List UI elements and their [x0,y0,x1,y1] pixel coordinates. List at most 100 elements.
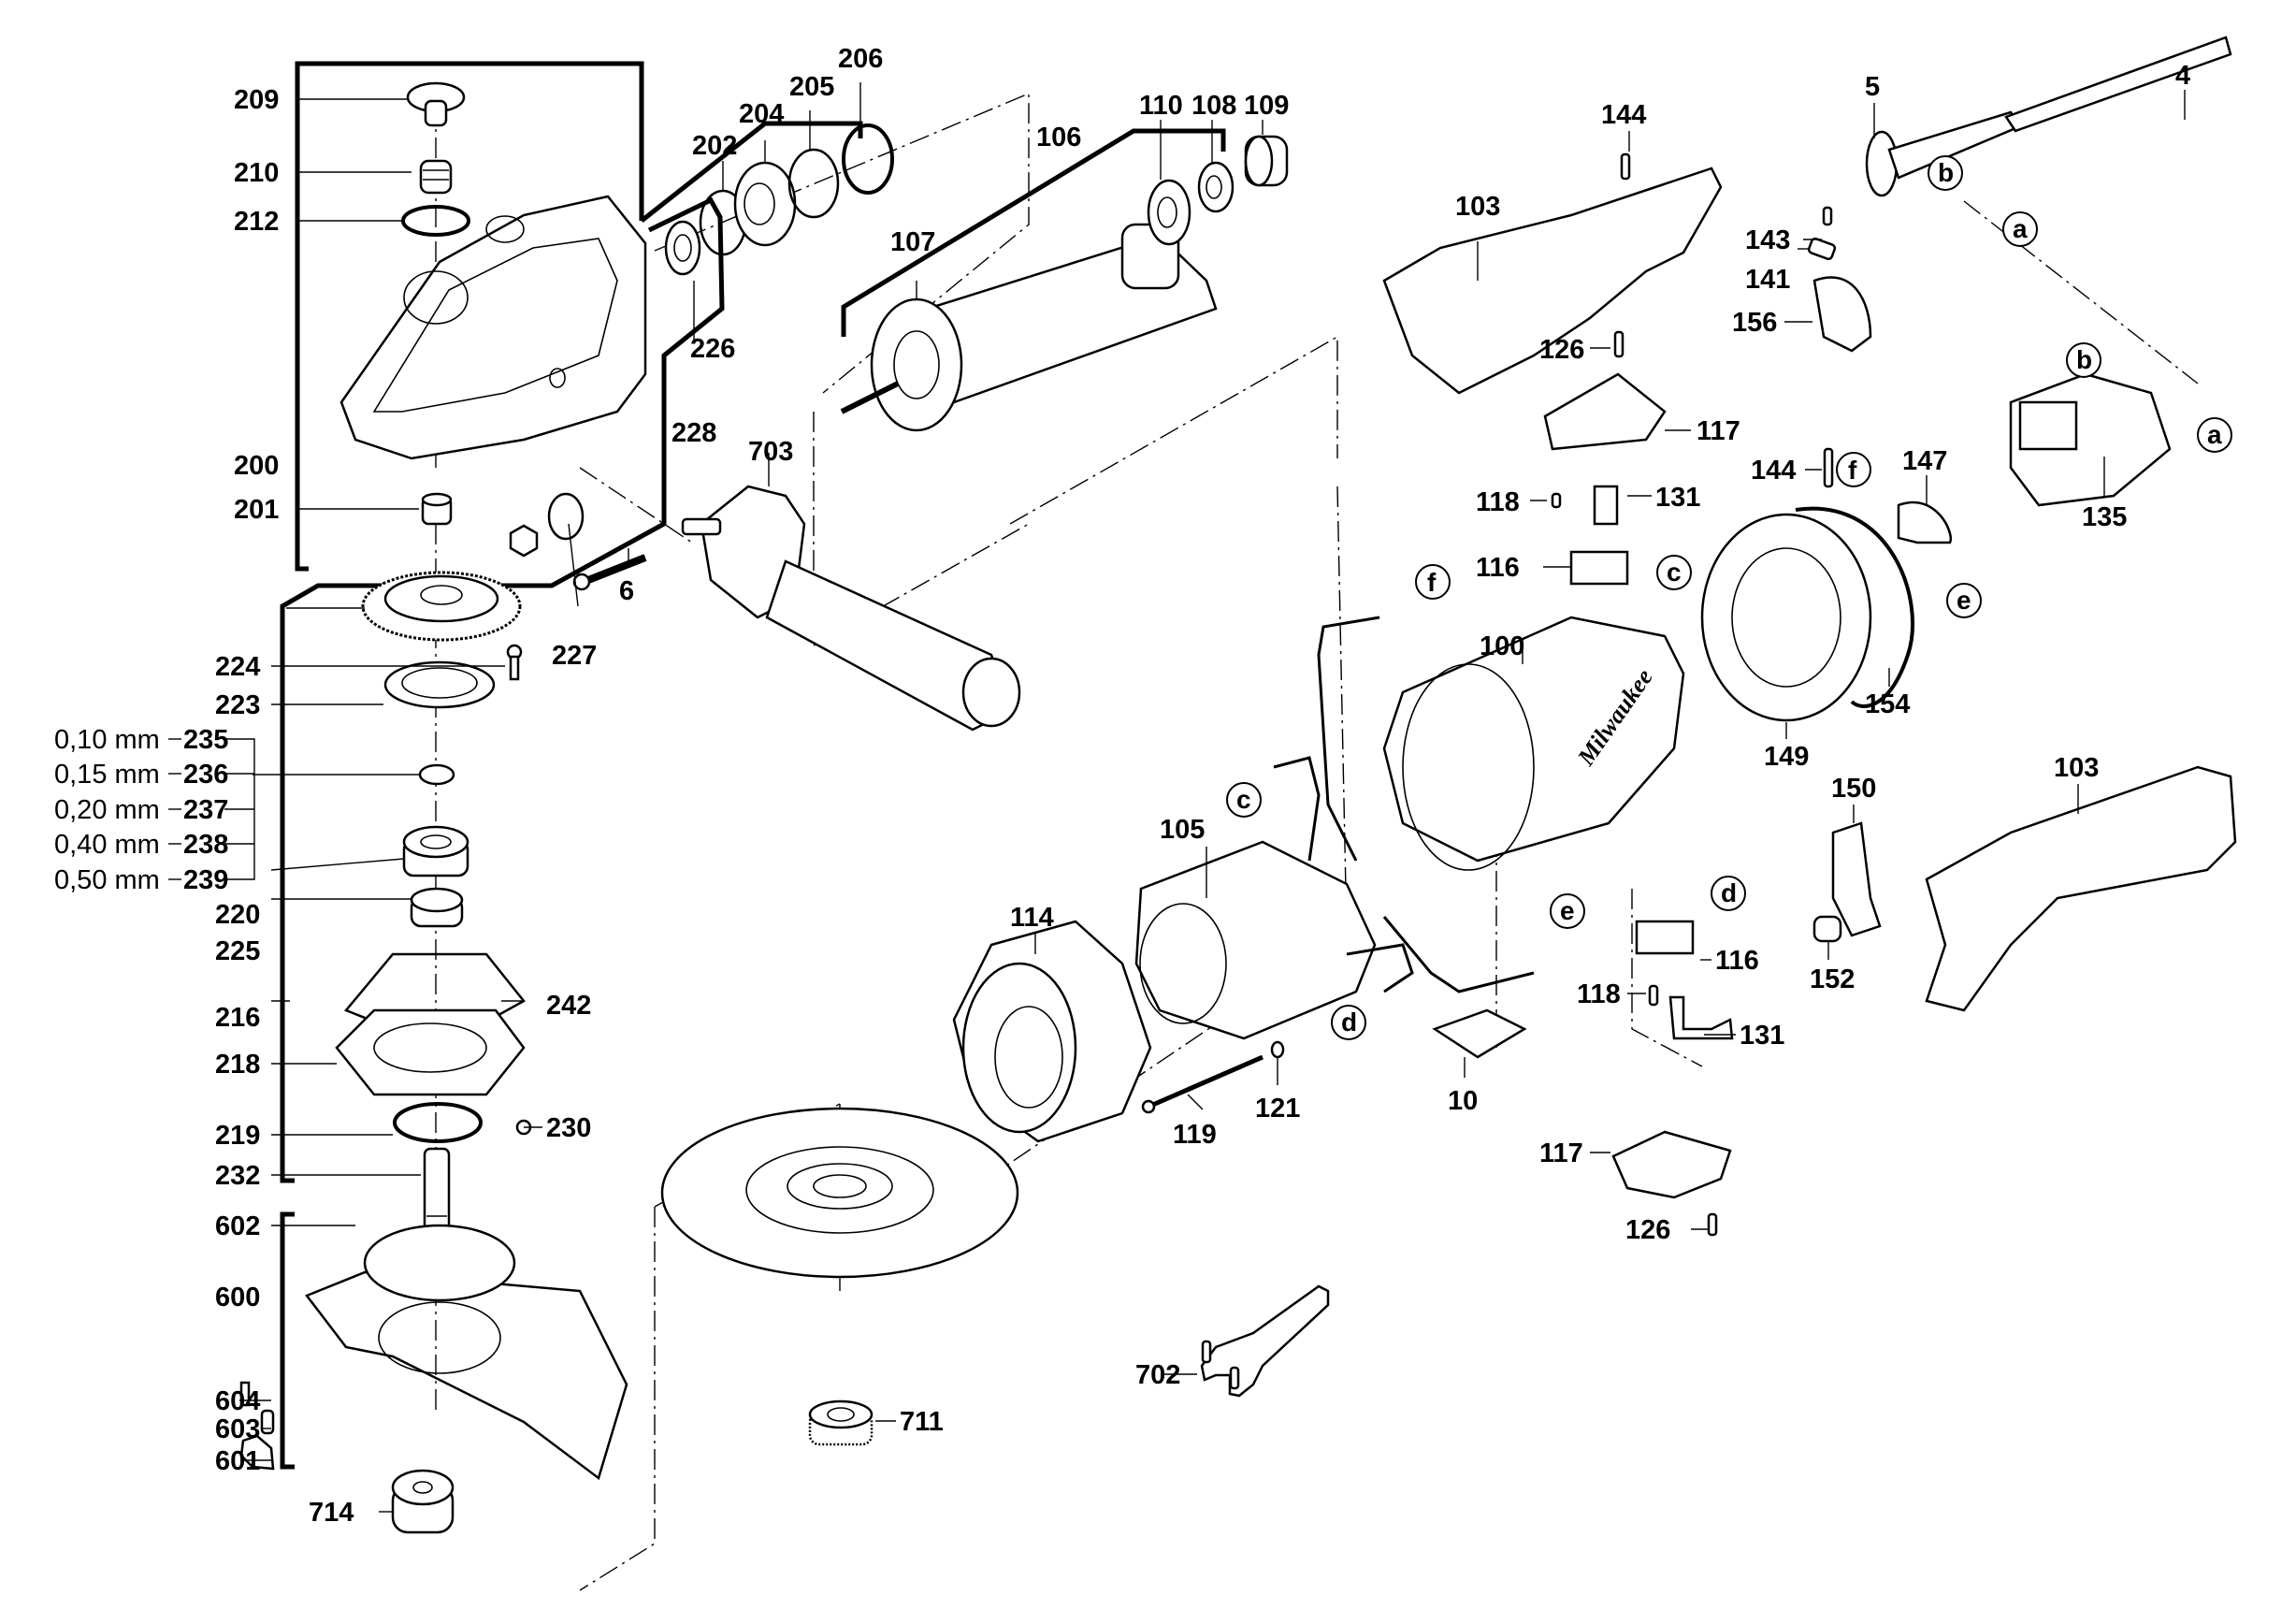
part-152-spring[interactable] [1812,915,1842,943]
part-114-baffle[interactable] [952,920,1152,1143]
label-103-top[interactable]: 103 [1455,192,1500,222]
label-239[interactable]: 239 [183,865,228,895]
part-107-armature[interactable] [840,223,1218,432]
part-149-end-cap[interactable] [1700,513,1872,722]
label-204[interactable]: 204 [739,99,784,129]
label-105[interactable]: 105 [1160,815,1205,845]
ref-f-top[interactable]: f [1836,452,1871,487]
part-206-circlip[interactable] [842,123,894,195]
label-144-top[interactable]: 144 [1601,100,1646,130]
label-110[interactable]: 110 [1139,91,1183,121]
part-143-screw[interactable] [1822,206,1833,226]
label-205[interactable]: 205 [789,72,834,102]
part-156-cover[interactable] [1812,276,1872,353]
ref-b-switch[interactable]: b [2066,342,2101,378]
ref-c-top[interactable]: c [1656,555,1692,590]
part-4-cord[interactable] [2004,36,2232,133]
part-bevel-gear[interactable] [361,571,522,642]
part-grinding-wheel[interactable] [660,1107,1019,1279]
ref-a-top[interactable]: a [2002,211,2038,247]
label-236[interactable]: 236 [183,760,228,790]
label-131-bottom[interactable]: 131 [1740,1021,1784,1051]
part-600-guard[interactable] [305,1224,628,1481]
part-103-handle-half-lower[interactable] [1925,765,2237,1012]
label-117-bottom[interactable]: 117 [1539,1138,1583,1168]
part-117-brush-cap-upper[interactable] [1543,372,1667,451]
part-200-gear-housing[interactable] [339,195,647,460]
label-4[interactable]: 4 [2175,61,2190,91]
label-117-top[interactable]: 117 [1697,416,1740,446]
label-711[interactable]: 711 [900,1407,944,1437]
label-5[interactable]: 5 [1865,72,1880,102]
ref-e-wire[interactable]: e [1550,893,1585,929]
part-711-nut[interactable] [808,1399,874,1446]
label-6[interactable]: 6 [619,576,634,606]
part-220-bearing[interactable] [402,825,469,877]
label-114[interactable]: 114 [1010,903,1054,933]
label-118-bottom[interactable]: 118 [1577,979,1621,1009]
label-232[interactable]: 232 [215,1161,260,1191]
label-218[interactable]: 218 [215,1050,260,1080]
ref-e-top[interactable]: e [1946,583,1982,618]
label-10[interactable]: 10 [1448,1086,1478,1116]
label-121[interactable]: 121 [1255,1094,1300,1124]
label-212[interactable]: 212 [234,207,279,237]
part-227-nut[interactable] [509,524,539,558]
label-108[interactable]: 108 [1191,91,1236,121]
ref-a-switch[interactable]: a [2197,417,2232,453]
part-603-spring[interactable] [260,1409,275,1435]
label-156[interactable]: 156 [1732,308,1777,338]
part-714-flange[interactable] [391,1469,455,1534]
label-200[interactable]: 200 [234,451,279,481]
label-116-top[interactable]: 116 [1476,553,1520,583]
part-121-washer[interactable] [1270,1040,1285,1059]
part-pinion[interactable] [547,492,585,541]
label-152[interactable]: 152 [1810,964,1855,994]
label-206[interactable]: 206 [838,44,883,74]
part-135-switch[interactable] [2009,372,2172,507]
part-126-screw-upper[interactable] [1613,330,1625,358]
label-107[interactable]: 107 [890,227,935,257]
label-202[interactable]: 202 [692,131,737,161]
label-226[interactable]: 226 [690,334,735,364]
label-235[interactable]: 235 [183,725,228,755]
part-109-sleeve[interactable] [1244,135,1289,187]
part-223-plate[interactable] [383,660,496,709]
label-230[interactable]: 230 [546,1113,591,1143]
label-702[interactable]: 702 [1135,1360,1180,1390]
part-212-oring[interactable] [401,205,470,237]
label-237[interactable]: 237 [183,795,228,825]
label-144-mid[interactable]: 144 [1751,456,1796,486]
part-105-stator[interactable] [1134,840,1377,1040]
part-100-motor-housing[interactable]: Milwaukee [1382,616,1685,871]
part-116-brush-holder-upper[interactable] [1569,550,1629,586]
part-119-screw[interactable] [1141,1054,1264,1114]
label-154[interactable]: 154 [1865,689,1910,719]
ref-c-stator[interactable]: c [1226,782,1262,818]
part-703-side-handle[interactable] [681,485,1021,732]
part-205-washer[interactable] [787,148,840,219]
part-210-spring[interactable] [419,159,453,195]
part-110-bearing[interactable] [1147,179,1191,246]
part-118-screw-lower[interactable] [1648,984,1659,1007]
part-226-nut[interactable] [664,220,701,276]
part-10-nameplate[interactable] [1432,1008,1527,1059]
label-602[interactable]: 602 [215,1211,260,1241]
label-220[interactable]: 220 [215,900,260,930]
part-201-bushing[interactable] [421,492,453,526]
label-224[interactable]: 224 [215,652,260,682]
part-219-oring[interactable] [393,1102,483,1143]
label-109[interactable]: 109 [1244,91,1289,121]
label-100[interactable]: 100 [1480,631,1524,661]
label-209[interactable]: 209 [234,85,279,115]
label-118-top[interactable]: 118 [1476,487,1520,517]
label-714[interactable]: 714 [309,1498,354,1528]
label-126-bottom[interactable]: 126 [1625,1215,1670,1245]
part-150-lock-lever[interactable] [1831,821,1882,937]
part-604-screw[interactable] [239,1381,251,1407]
label-227[interactable]: 227 [552,641,597,671]
label-603[interactable]: 603 [215,1414,260,1444]
label-604[interactable]: 604 [215,1386,260,1416]
label-601[interactable]: 601 [215,1446,260,1476]
ref-d-stator[interactable]: d [1331,1005,1366,1040]
